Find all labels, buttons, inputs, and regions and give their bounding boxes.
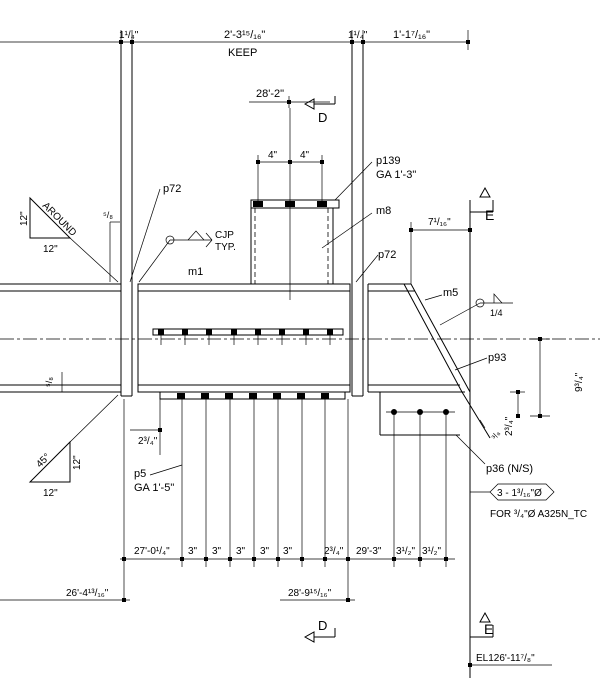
label-bolt-spec: 3 - 1³/₁₆"Ø <box>497 488 542 499</box>
label-elevation: EL126'-11⁷/₈" <box>476 653 535 664</box>
right-dimensions: 9³/₄" 2³/₄" <box>504 337 585 436</box>
weld-quarter: 1/4 <box>490 308 503 318</box>
label-m8: m8 <box>376 205 391 217</box>
dim-bolt-space-2: 3" <box>212 546 222 557</box>
right-member-m5 <box>367 283 491 439</box>
dim-right-height: 9³/₄" <box>574 372 585 392</box>
slope-bot-v: 12" <box>72 455 83 470</box>
bolt-spec-callout: 3 - 1³/₁₆"Ø FOR ³/₄"Ø A325N_TC <box>470 483 587 520</box>
dim-bottom-left: 26'-4¹³/₁₆" <box>66 588 109 599</box>
label-p139-ga: GA 1'-3" <box>376 169 416 181</box>
dim-stub-width: 28'-2" <box>256 88 284 100</box>
dim-right-space-2: 3¹/₂" <box>422 546 442 557</box>
left-weld-size: ⁵/₈ <box>103 210 120 282</box>
dim-bolt-space-4: 3" <box>260 546 270 557</box>
section-e-top-label: E <box>485 207 494 223</box>
slope-top-h: 12" <box>43 244 58 255</box>
dim-bolt-space-1: 3" <box>188 546 198 557</box>
p5-labels: 2³/₄" p5 GA 1'-5" <box>130 399 183 494</box>
dim-right-gap: 7¹/₁₆" <box>428 217 451 228</box>
dim-top-middle: 2'-3¹⁵/₁₆" <box>224 29 265 41</box>
label-cjp: CJP <box>215 230 234 241</box>
cjp-weld-symbol: CJP TYP. <box>138 230 236 283</box>
section-d-bottom-label: D <box>318 618 327 633</box>
dim-bolt-space-3: 3" <box>236 546 246 557</box>
bolt-row-main <box>152 328 344 345</box>
section-d-top-label: D <box>318 110 327 125</box>
elevation-callout: EL126'-11⁷/₈" <box>468 653 552 667</box>
dim-right-space-1: 3¹/₂" <box>396 546 416 557</box>
label-bolt-note: FOR ³/₄"Ø A325N_TC <box>490 509 587 520</box>
cap-plate-p139 <box>250 199 340 209</box>
main-member-m1 <box>0 283 600 393</box>
label-p5: p5 <box>134 468 146 480</box>
section-marker-d-top: D <box>303 96 336 125</box>
label-around: AROUND <box>40 200 78 238</box>
right-gap-dimension: 7¹/₁₆" <box>409 217 472 284</box>
label-typ: TYP. <box>215 242 236 253</box>
dim-bolt-space-a: 4" <box>268 150 278 161</box>
slope-top-v: 12" <box>19 211 30 226</box>
section-e-bottom-label: E <box>484 621 493 637</box>
dim-top-right: 1'-1⁷/₁₆" <box>393 29 430 41</box>
label-p72-left: p72 <box>163 183 181 195</box>
label-p93: p93 <box>488 352 506 364</box>
slope-bot-h: 12" <box>43 488 58 499</box>
left-plate-p72 <box>120 42 133 397</box>
keep-label: KEEP <box>228 47 257 59</box>
dim-p5-offset: 2³/₄" <box>138 436 158 447</box>
splice-plate-p5 <box>159 391 346 400</box>
right-plate-p72 <box>351 42 364 397</box>
dim-left-weld-size: ⁵/₈ <box>103 210 113 220</box>
dim-right-weld-small: ³/₈ <box>490 429 502 441</box>
bottom-dimension-row-2: 26'-4¹³/₁₆" 28'-9¹⁵/₁₆" <box>0 588 355 602</box>
dim-bottom-mid: 28'-9¹⁵/₁₆" <box>288 588 332 599</box>
plate-p36 <box>379 392 460 436</box>
p139-leader: p139 GA 1'-3" <box>334 155 416 201</box>
dim-top-left-gap: 1¹/₄" <box>119 30 139 41</box>
label-p36: p36 (N/S) <box>486 463 533 475</box>
bolt-spacing-top: 4" 4" <box>256 108 324 300</box>
m5-leader: m5 <box>424 287 458 301</box>
stub-dimension: 28'-2" <box>249 88 330 108</box>
p93-leader: p93 <box>454 352 506 371</box>
p72-right-leader: p72 <box>355 249 396 283</box>
section-marker-d-bottom: D <box>303 618 336 643</box>
dim-right-first: 29'-3" <box>356 546 382 557</box>
label-m1: m1 <box>188 266 203 278</box>
left-bottom-weld: ⁵/₈ <box>44 372 120 393</box>
dim-bolt-space-6: 2³/₄" <box>324 546 344 557</box>
stub-member-m8 <box>250 208 334 284</box>
section-marker-e-bottom: E <box>470 611 494 638</box>
weld-triangle-bottom: 45° 12" 12" <box>28 394 119 499</box>
label-m5: m5 <box>443 287 458 299</box>
section-marker-e-top: E <box>469 186 494 678</box>
dim-right-small: 2³/₄" <box>504 416 515 436</box>
label-p5-ga: GA 1'-5" <box>134 482 174 494</box>
weld-symbol-right: 1/4 <box>439 293 513 326</box>
slope-bot-angle: 45° <box>34 452 52 470</box>
label-p72-right: p72 <box>378 249 396 261</box>
dim-left-bottom-weld: ⁵/₈ <box>44 377 54 387</box>
p36-leader: p36 (N/S) <box>455 434 533 475</box>
dim-top-right-gap: 1¹/₄" <box>348 30 368 41</box>
p72-left-leader: p72 <box>129 183 181 283</box>
label-p139: p139 <box>376 155 400 167</box>
dim-bolt-space-5: 3" <box>283 546 293 557</box>
dim-bottom-first: 27'-0¹/₄" <box>134 546 170 557</box>
dim-bolt-space-b: 4" <box>300 150 310 161</box>
right-small-weld: ³/₈ <box>479 419 502 441</box>
bottom-dimension-row: 27'-0¹/₄" 3" 3" 3" 3" 3" 2³/₄" 29'-3" 3¹… <box>120 399 455 600</box>
top-dimension-line: 1¹/₄" 2'-3¹⁵/₁₆" 1¹/₄" 1'-1⁷/₁₆" KEEP <box>0 29 470 59</box>
m8-leader: m8 <box>321 205 391 249</box>
